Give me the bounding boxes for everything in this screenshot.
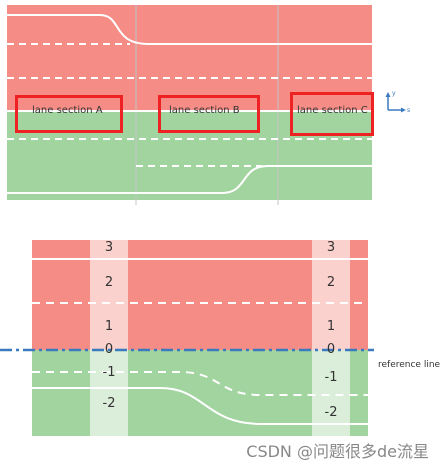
lane-section-c-label: lane section C	[297, 105, 368, 116]
highlight-box-a	[15, 95, 123, 133]
lane-id-right: -1	[324, 370, 338, 385]
lane-section-b-label: lane section B	[169, 105, 240, 116]
lane-id-left: -2	[102, 396, 116, 411]
lane-id-column-right	[312, 240, 350, 436]
lane-line-merge-top	[7, 14, 372, 45]
reference-line-label: reference line	[378, 360, 441, 368]
lane-id-left: 2	[104, 275, 114, 290]
lane-section-a-label: lane section A	[32, 105, 103, 116]
lane-id-left: 3	[104, 240, 114, 255]
lane-line-split	[7, 165, 372, 194]
lane-id-left: 0	[104, 342, 114, 357]
top-right-lanes	[7, 111, 372, 200]
highlight-box-c	[290, 92, 374, 136]
lane-id-right: 2	[326, 275, 336, 290]
lane-id-right: 1	[326, 319, 336, 334]
lane-id-column-left	[90, 240, 128, 436]
lane-id-right: 3	[326, 240, 336, 255]
bottom-solid-merge	[32, 387, 368, 425]
axis-icon	[385, 92, 406, 113]
lane-id-right: 0	[326, 342, 336, 357]
lane-id-left: -1	[102, 365, 116, 380]
reference-line-label-clip: reference line	[378, 354, 443, 368]
bottom-dashed-merge	[32, 371, 368, 396]
axis-x-label: s	[407, 107, 411, 114]
watermark: CSDN @问题很多de流星	[246, 442, 429, 461]
highlight-box-b	[158, 95, 260, 133]
axis-y-label: y	[392, 90, 396, 97]
lane-id-right: -2	[324, 405, 338, 420]
lane-id-left: 1	[104, 319, 114, 334]
